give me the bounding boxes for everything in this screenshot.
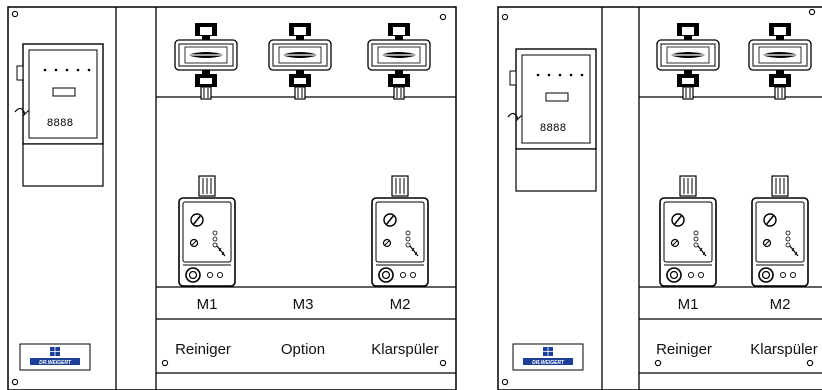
mount-hole xyxy=(11,10,19,18)
brand-logo-text: DR.WEIGERT xyxy=(39,360,72,366)
product-label: Option xyxy=(281,341,325,358)
product-label: Reiniger xyxy=(656,341,712,358)
mount-hole xyxy=(11,378,19,386)
controller-unit: 8888 xyxy=(14,43,104,187)
controller-unit: 8888 xyxy=(507,48,597,192)
pump-label: M2 xyxy=(390,296,411,313)
brand-logo-text: DR.WEIGERT xyxy=(532,360,565,366)
pump-label: M3 xyxy=(293,296,314,313)
mount-hole xyxy=(439,13,447,21)
mount-hole xyxy=(654,359,662,367)
controller-display: 8888 xyxy=(540,123,566,135)
pump-label: M1 xyxy=(678,296,699,313)
mount-hole xyxy=(501,13,509,21)
mount-hole xyxy=(161,359,169,367)
mount-hole xyxy=(808,8,816,16)
pump-label: M1 xyxy=(197,296,218,313)
brand-logo: DR.WEIGERT xyxy=(512,343,584,371)
pump-label: M2 xyxy=(770,296,791,313)
mount-hole xyxy=(439,359,447,367)
product-label: Reiniger xyxy=(175,341,231,358)
right-panel: 8888 DR.WEIGERT M1 M2 Reiniger Klarspüle… xyxy=(497,6,822,390)
mount-hole xyxy=(501,378,509,386)
product-label: Klarspüler xyxy=(750,341,818,358)
controller-display: 8888 xyxy=(47,118,73,130)
mount-hole xyxy=(806,359,814,367)
brand-logo: DR.WEIGERT xyxy=(19,343,91,371)
left-panel: 8888 DR.WEIGERT M1 M3 M2 Reiniger Option… xyxy=(7,6,457,390)
product-label: Klarspüler xyxy=(371,341,439,358)
